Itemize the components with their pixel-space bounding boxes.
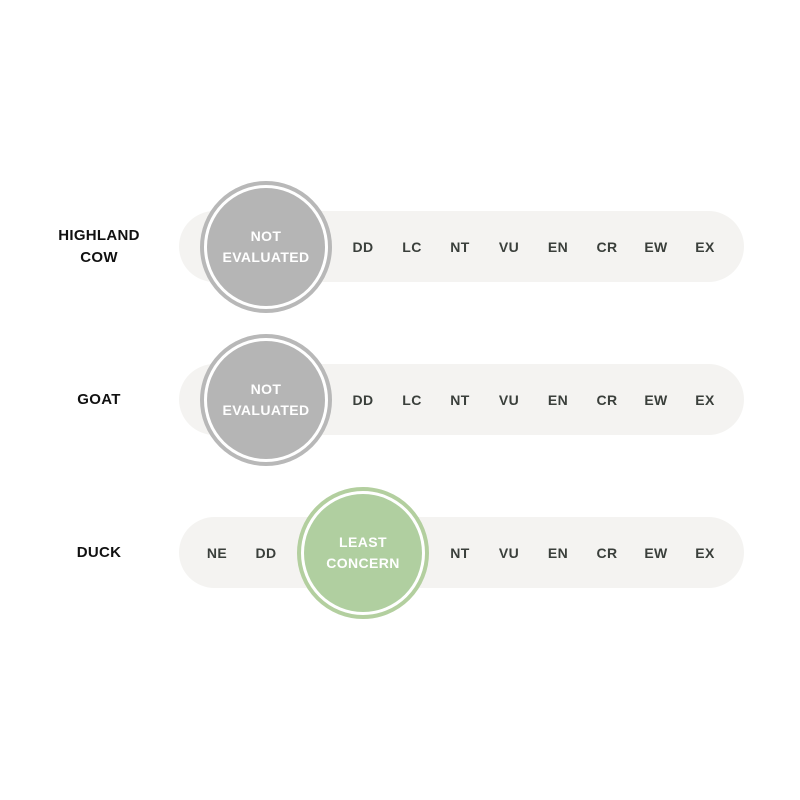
category-ew: EW <box>644 239 668 255</box>
status-badge: NOT EVALUATED <box>200 181 332 313</box>
category-en: EN <box>547 392 569 408</box>
status-badge-text: NOT EVALUATED <box>207 188 325 306</box>
status-badge-text: NOT EVALUATED <box>207 341 325 459</box>
category-dd: DD <box>352 239 374 255</box>
status-track <box>179 517 744 588</box>
category-cr: CR <box>596 392 618 408</box>
category-lc: LC <box>402 392 422 408</box>
category-ex: EX <box>695 239 715 255</box>
category-en: EN <box>547 545 569 561</box>
category-cr: CR <box>596 545 618 561</box>
species-row: DUCK NE DD NT VU EN CR EW EX LEAST CONCERN <box>0 483 800 623</box>
category-lc: LC <box>402 239 422 255</box>
species-label: DUCK <box>76 544 122 561</box>
category-vu: VU <box>498 392 520 408</box>
category-ex: EX <box>695 545 715 561</box>
category-ew: EW <box>644 392 668 408</box>
status-badge-text: LEAST CONCERN <box>304 494 422 612</box>
category-cr: CR <box>596 239 618 255</box>
status-badge: NOT EVALUATED <box>200 334 332 466</box>
category-vu: VU <box>498 545 520 561</box>
category-ew: EW <box>644 545 668 561</box>
category-vu: VU <box>498 239 520 255</box>
category-dd: DD <box>352 392 374 408</box>
category-nt: NT <box>450 392 470 408</box>
species-row: GOAT DD LC NT VU EN CR EW EX NOT EVALUATED <box>0 330 800 470</box>
category-dd: DD <box>255 545 277 561</box>
category-en: EN <box>547 239 569 255</box>
category-ne: NE <box>206 545 228 561</box>
species-row: HIGHLAND COW DD LC NT VU EN CR EW EX NOT EVALUATE… <box>0 177 800 317</box>
category-nt: NT <box>450 545 470 561</box>
category-nt: NT <box>450 239 470 255</box>
category-ex: EX <box>695 392 715 408</box>
species-label: GOAT <box>77 391 121 408</box>
status-badge: LEAST CONCERN <box>297 487 429 619</box>
species-label: HIGHLAND COW <box>58 227 140 266</box>
